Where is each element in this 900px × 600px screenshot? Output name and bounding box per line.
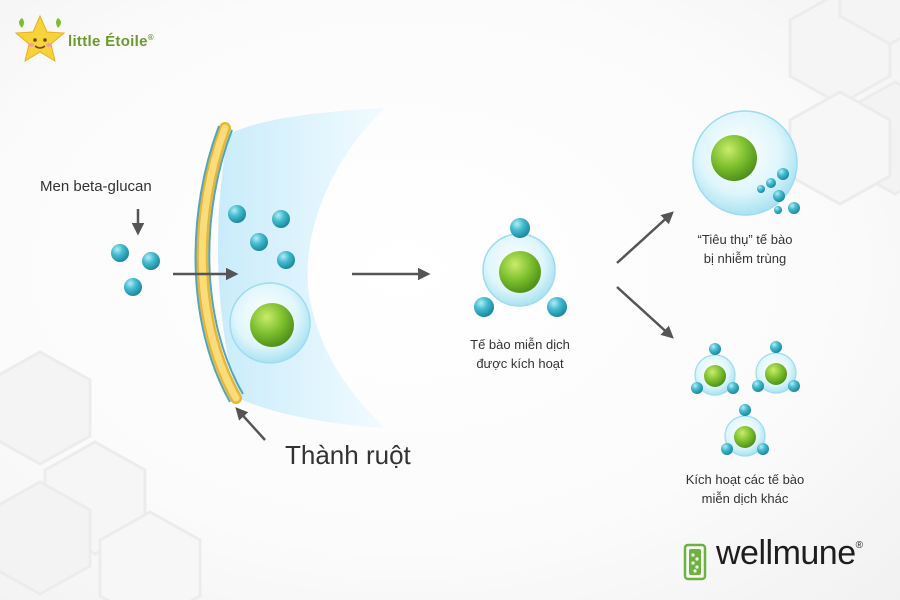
other-activated-cell-2: [752, 341, 800, 394]
brand-name: little Étoile®: [68, 33, 154, 50]
arrow-to-consume: [616, 211, 674, 264]
label-activate-others-line-2: miễn dịch khác: [701, 491, 789, 506]
label-activated-cell-line-2: được kích hoạt: [476, 356, 564, 371]
label-consume-infected: “Tiêu thụ” tế bào bị nhiễm trùng: [680, 230, 810, 268]
wellmune-name: wellmune: [716, 534, 856, 572]
brand-name-text: little Étoile: [68, 33, 148, 50]
wellmune-logo-text: wellmune®: [716, 534, 863, 573]
arrow-to-wall: [235, 407, 266, 441]
label-activated-cell: Tế bào miễn dịch được kích hoạt: [455, 335, 585, 373]
label-consume-infected-line-1: “Tiêu thụ” tế bào: [697, 232, 793, 247]
label-beta-glucan: Men beta-glucan: [40, 178, 152, 195]
little-etoile-star-icon: [14, 14, 66, 63]
label-gut-wall-text: Thành ruột: [285, 440, 411, 470]
cell-consuming-infected: [692, 110, 800, 216]
beta-glucan-particles-outside: [111, 244, 160, 296]
immune-cell-in-gut: [229, 282, 311, 364]
other-activated-cell-3: [721, 404, 769, 457]
label-consume-infected-line-2: bị nhiễm trùng: [703, 251, 787, 266]
brand-registered-mark: ®: [147, 33, 154, 42]
beta-glucan-particles-inside: [228, 205, 295, 269]
gut-lumen: [217, 108, 385, 428]
label-activated-cell-line-1: Tế bào miễn dịch: [470, 337, 570, 352]
label-gut-wall: Thành ruột: [285, 440, 411, 471]
wellmune-registered-mark: ®: [855, 539, 863, 551]
arrow-to-activate-others: [616, 286, 674, 339]
other-activated-cell-1: [691, 343, 739, 396]
label-beta-glucan-text: Men beta-glucan: [40, 178, 152, 195]
wellmune-logo-icon: [683, 543, 707, 581]
activated-immune-cell: [474, 218, 567, 317]
label-activate-others-line-1: Kích hoạt các tế bào: [685, 472, 805, 487]
label-activate-others: Kích hoạt các tế bào miễn dịch khác: [670, 470, 820, 508]
